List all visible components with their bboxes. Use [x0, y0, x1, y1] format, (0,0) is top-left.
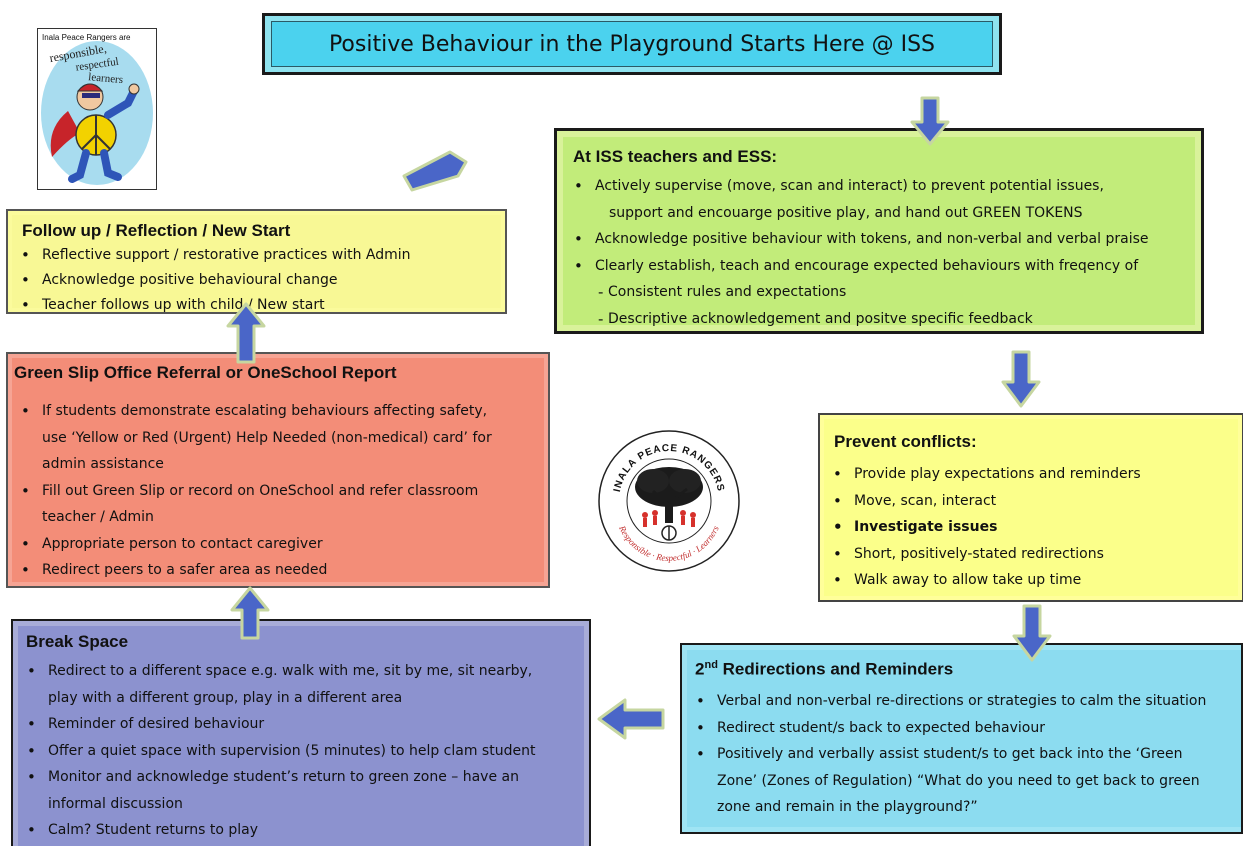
green-slip-item-continued-text: admin assistance [42, 456, 164, 472]
break-space-item: Calm? Student returns to play [18, 817, 535, 844]
break-space-item: Offer a quiet space with supervision (5 … [18, 738, 535, 765]
redirections-heading-number: 2 [695, 659, 705, 679]
redirections-inner: 2nd Redirections and Reminders Verbal an… [687, 650, 1241, 827]
follow-up-list: Reflective support / restorative practic… [12, 243, 411, 318]
iss-item: Actively supervise (move, scan and inter… [565, 173, 1149, 200]
prevent-item: Walk away to allow take up time [824, 567, 1141, 594]
break-space-item-continued-text: play with a different group, play in a d… [48, 689, 403, 706]
break-space-item-continued-text: informal discussion [48, 795, 183, 812]
green-slip-item: If students demonstrate escalating behav… [12, 398, 492, 425]
page-title: Positive Behaviour in the Playground Sta… [328, 31, 936, 57]
prevent-item: Short, positively-stated redirections [824, 541, 1141, 568]
green-slip-item: Redirect peers to a safer area as needed [12, 557, 492, 584]
redirections-item-continued: Zone’ (Zones of Regulation) “What do you… [687, 768, 1206, 795]
inala-peace-rangers-logo: INALA PEACE RANGERS Responsible · Respec… [597, 425, 741, 575]
prevent-heading: Prevent conflicts: [834, 432, 977, 451]
break-space-inner: Break Space Redirect to a different spac… [18, 626, 584, 846]
mascot-caption: Inala Peace Rangers are [42, 33, 131, 42]
prevent-item: Move, scan, interact [824, 488, 1141, 515]
green-slip-referral-inner: Green Slip Office Referral or OneSchool … [12, 358, 544, 584]
break-space-item: Monitor and acknowledge student’s return… [18, 764, 535, 791]
green-slip-heading: Green Slip Office Referral or OneSchool … [14, 363, 397, 382]
arrow-left-icon [597, 698, 665, 740]
green-slip-item-continued: teacher / Admin [12, 504, 492, 531]
iss-item: Clearly establish, teach and encourage e… [565, 253, 1149, 280]
break-space-item: Reminder of desired behaviour [18, 711, 535, 738]
green-slip-item-continued-text: use ‘Yellow or Red (Urgent) Help Needed … [42, 429, 492, 446]
title-banner: Positive Behaviour in the Playground Sta… [262, 13, 1002, 75]
prevent-list: Provide play expectations and reminders … [824, 461, 1141, 594]
iss-item-continued-text: support and encouarge positive play, and… [609, 204, 1083, 221]
green-slip-item-continued: admin assistance [12, 451, 492, 478]
title-banner-inner: Positive Behaviour in the Playground Sta… [271, 21, 993, 67]
follow-up-heading: Follow up / Reflection / New Start [22, 221, 291, 240]
follow-up-box: Follow up / Reflection / New Start Refle… [6, 209, 507, 318]
redirections-item-continued: zone and remain in the playground?” [687, 794, 1206, 821]
mascot-word-2: respectful [75, 56, 120, 74]
iss-item-continued: support and encouarge positive play, and… [565, 200, 1149, 227]
prevent-conflicts-box: Prevent conflicts: Provide play expectat… [818, 413, 1243, 602]
redirections-item: Redirect student/s back to expected beha… [687, 715, 1206, 742]
arrow-diagonal-icon [398, 146, 472, 194]
iss-subitem-text: Consistent rules and expectations [608, 284, 847, 300]
follow-up-item: Reflective support / restorative practic… [12, 243, 411, 268]
break-space-item-continued: informal discussion [18, 791, 535, 818]
iss-item: Acknowledge positive behaviour with toke… [565, 226, 1149, 253]
redirections-box: 2nd Redirections and Reminders Verbal an… [680, 643, 1243, 834]
redirections-item-continued-text: zone and remain in the playground?” [717, 799, 978, 815]
prevent-item: Provide play expectations and reminders [824, 461, 1141, 488]
green-slip-list: If students demonstrate escalating behav… [12, 398, 492, 584]
follow-up-inner: Follow up / Reflection / New Start Refle… [12, 215, 501, 318]
arrow-down-icon [1012, 604, 1052, 662]
mascot-word-3: learners [88, 71, 124, 86]
redirections-list: Verbal and non-verbal re-directions or s… [687, 688, 1206, 821]
arrow-up-icon [226, 302, 266, 364]
prevent-item-investigate: Investigate issues [824, 514, 1141, 541]
green-slip-referral-box: Green Slip Office Referral or OneSchool … [6, 352, 550, 588]
break-space-heading: Break Space [26, 632, 129, 651]
iss-supervision-inner: At ISS teachers and ESS: Actively superv… [563, 137, 1195, 332]
mascot-illustration: Inala Peace Rangers are responsible, res… [41, 33, 153, 185]
redirections-item: Verbal and non-verbal re-directions or s… [687, 688, 1206, 715]
iss-subitem-text: Descriptive acknowledgement and positve … [608, 310, 1033, 327]
arrow-up-icon [230, 586, 270, 640]
prevent-conflicts-inner: Prevent conflicts: Provide play expectat… [824, 419, 1238, 596]
iss-subitem: Descriptive acknowledgement and positve … [565, 306, 1149, 333]
logo-emblem: INALA PEACE RANGERS Responsible · Respec… [598, 430, 740, 572]
redirections-heading: 2nd Redirections and Reminders [695, 659, 953, 680]
break-space-list: Redirect to a different space e.g. walk … [18, 658, 535, 844]
break-space-item-continued: play with a different group, play in a d… [18, 685, 535, 712]
arrow-down-icon [910, 96, 950, 146]
redirections-item: Positively and verbally assist student/s… [687, 741, 1206, 768]
break-space-box: Break Space Redirect to a different spac… [11, 619, 591, 846]
iss-subitem: Consistent rules and expectations [565, 279, 1149, 306]
arrow-down-icon [1001, 350, 1041, 408]
green-slip-item: Fill out Green Slip or record on OneScho… [12, 478, 492, 505]
iss-supervision-box: At ISS teachers and ESS: Actively superv… [554, 128, 1204, 334]
follow-up-item: Acknowledge positive behavioural change [12, 268, 411, 293]
green-slip-item-continued-text: teacher / Admin [42, 509, 154, 525]
follow-up-item: Teacher follows up with child / New star… [12, 293, 411, 318]
redirections-heading-ordinal: nd [704, 659, 718, 671]
green-slip-item: Appropriate person to contact caregiver [12, 531, 492, 558]
redirections-heading-text: Redirections and Reminders [717, 659, 954, 679]
peace-ranger-mascot: Inala Peace Rangers are responsible, res… [37, 28, 157, 190]
break-space-item: Redirect to a different space e.g. walk … [18, 658, 535, 685]
redirections-item-continued-text: Zone’ (Zones of Regulation) “What do you… [717, 772, 1200, 789]
iss-list: Actively supervise (move, scan and inter… [565, 173, 1149, 332]
iss-heading: At ISS teachers and ESS: [573, 147, 778, 166]
green-slip-item-continued: use ‘Yellow or Red (Urgent) Help Needed … [12, 425, 492, 452]
